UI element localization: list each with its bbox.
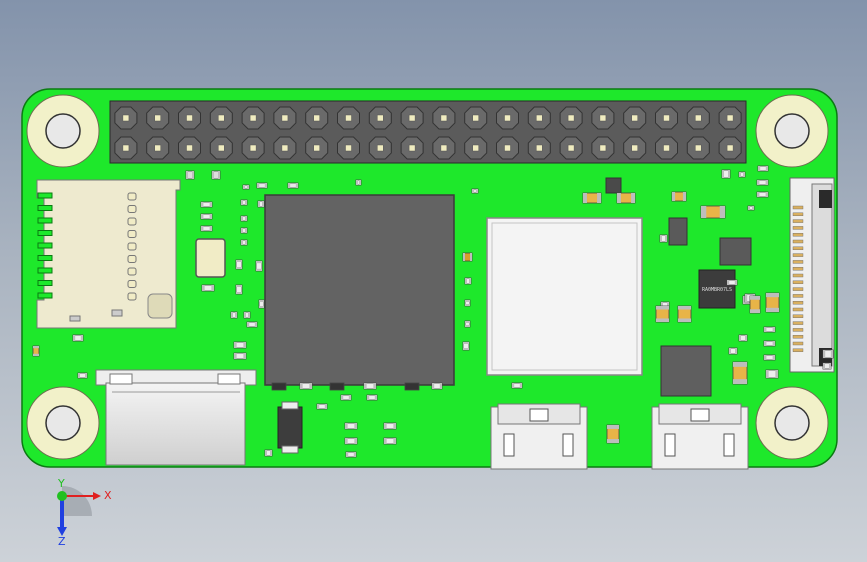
z-axis-label: Z <box>58 535 66 548</box>
y-axis-label: Y <box>57 477 65 490</box>
microsd-slot <box>36 179 181 329</box>
mounting-hole-top-left <box>26 94 100 168</box>
diode <box>277 406 303 449</box>
micro-usb-port-2 <box>651 403 749 470</box>
ic-power <box>660 345 712 397</box>
ic-labeled <box>698 269 736 309</box>
ic-label-text: RA0MBR07LS <box>702 287 732 293</box>
wireless-shield <box>486 217 643 376</box>
microsd-pads <box>37 192 137 301</box>
x-axis-label: X <box>104 489 112 502</box>
ic-small-3 <box>605 177 622 194</box>
mounting-hole-top-right <box>755 94 829 168</box>
crystal <box>195 238 226 278</box>
camera-connector <box>789 177 835 373</box>
axis-triad: X Y Z <box>57 477 112 548</box>
ic-small-1 <box>719 237 752 266</box>
soc-chip <box>264 194 455 386</box>
mini-hdmi-port <box>95 369 257 466</box>
gpio-header <box>109 100 747 164</box>
mounting-hole-bottom-left <box>26 386 100 460</box>
micro-usb-port-1 <box>490 403 588 470</box>
mounting-hole-bottom-right <box>755 386 829 460</box>
ic-small-2 <box>668 217 688 246</box>
passive-components <box>32 165 834 458</box>
